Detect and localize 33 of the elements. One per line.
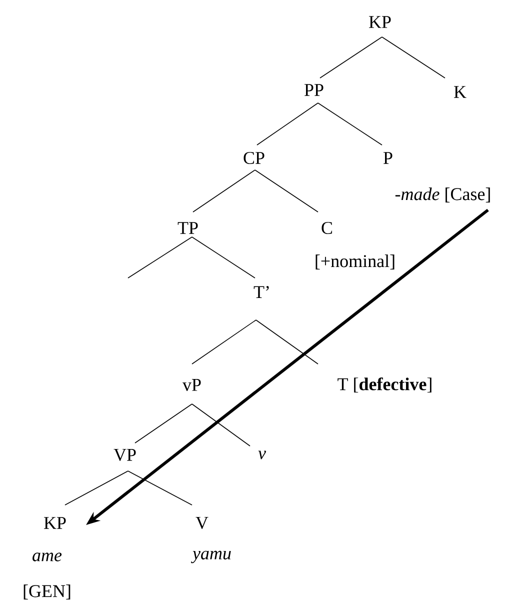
tree-label: V <box>196 516 208 530</box>
tree-branch <box>192 236 256 278</box>
tree-branch <box>318 102 382 146</box>
tree-label: T [defective] <box>338 377 432 393</box>
tree-label: KP <box>44 517 66 529</box>
tree-label: VP <box>114 448 136 462</box>
tree-label: K <box>454 86 466 98</box>
tree-branch <box>382 36 446 78</box>
tree-label: PP <box>304 84 324 96</box>
tree-branch <box>128 236 192 278</box>
tree-branch <box>254 170 318 212</box>
annotation-text: [GEN] <box>24 584 70 600</box>
tree-label: CP <box>244 152 264 164</box>
tree-branch <box>64 470 128 506</box>
annotation-text: [+nominal] <box>316 254 394 270</box>
tree-branch <box>192 404 250 446</box>
tree-branch <box>256 320 318 364</box>
tree-label: KP <box>369 16 391 28</box>
tree-label: C <box>322 222 332 234</box>
tree-branch <box>134 404 192 444</box>
annotation-text: yamu <box>191 550 231 564</box>
tree-label: P <box>384 152 392 164</box>
annotation-text: -made [Case] <box>395 188 490 202</box>
tree-branch <box>128 470 192 506</box>
tree-branch <box>256 102 318 146</box>
tree-label: T’ <box>254 286 269 298</box>
tree-label: v <box>258 450 266 460</box>
tree-branch <box>192 320 256 364</box>
tree-label: vP <box>182 379 201 391</box>
annotation-text: ame <box>32 552 62 562</box>
tree-label: TP <box>178 222 198 234</box>
tree-branch <box>192 170 256 212</box>
tree-branch <box>320 36 382 78</box>
